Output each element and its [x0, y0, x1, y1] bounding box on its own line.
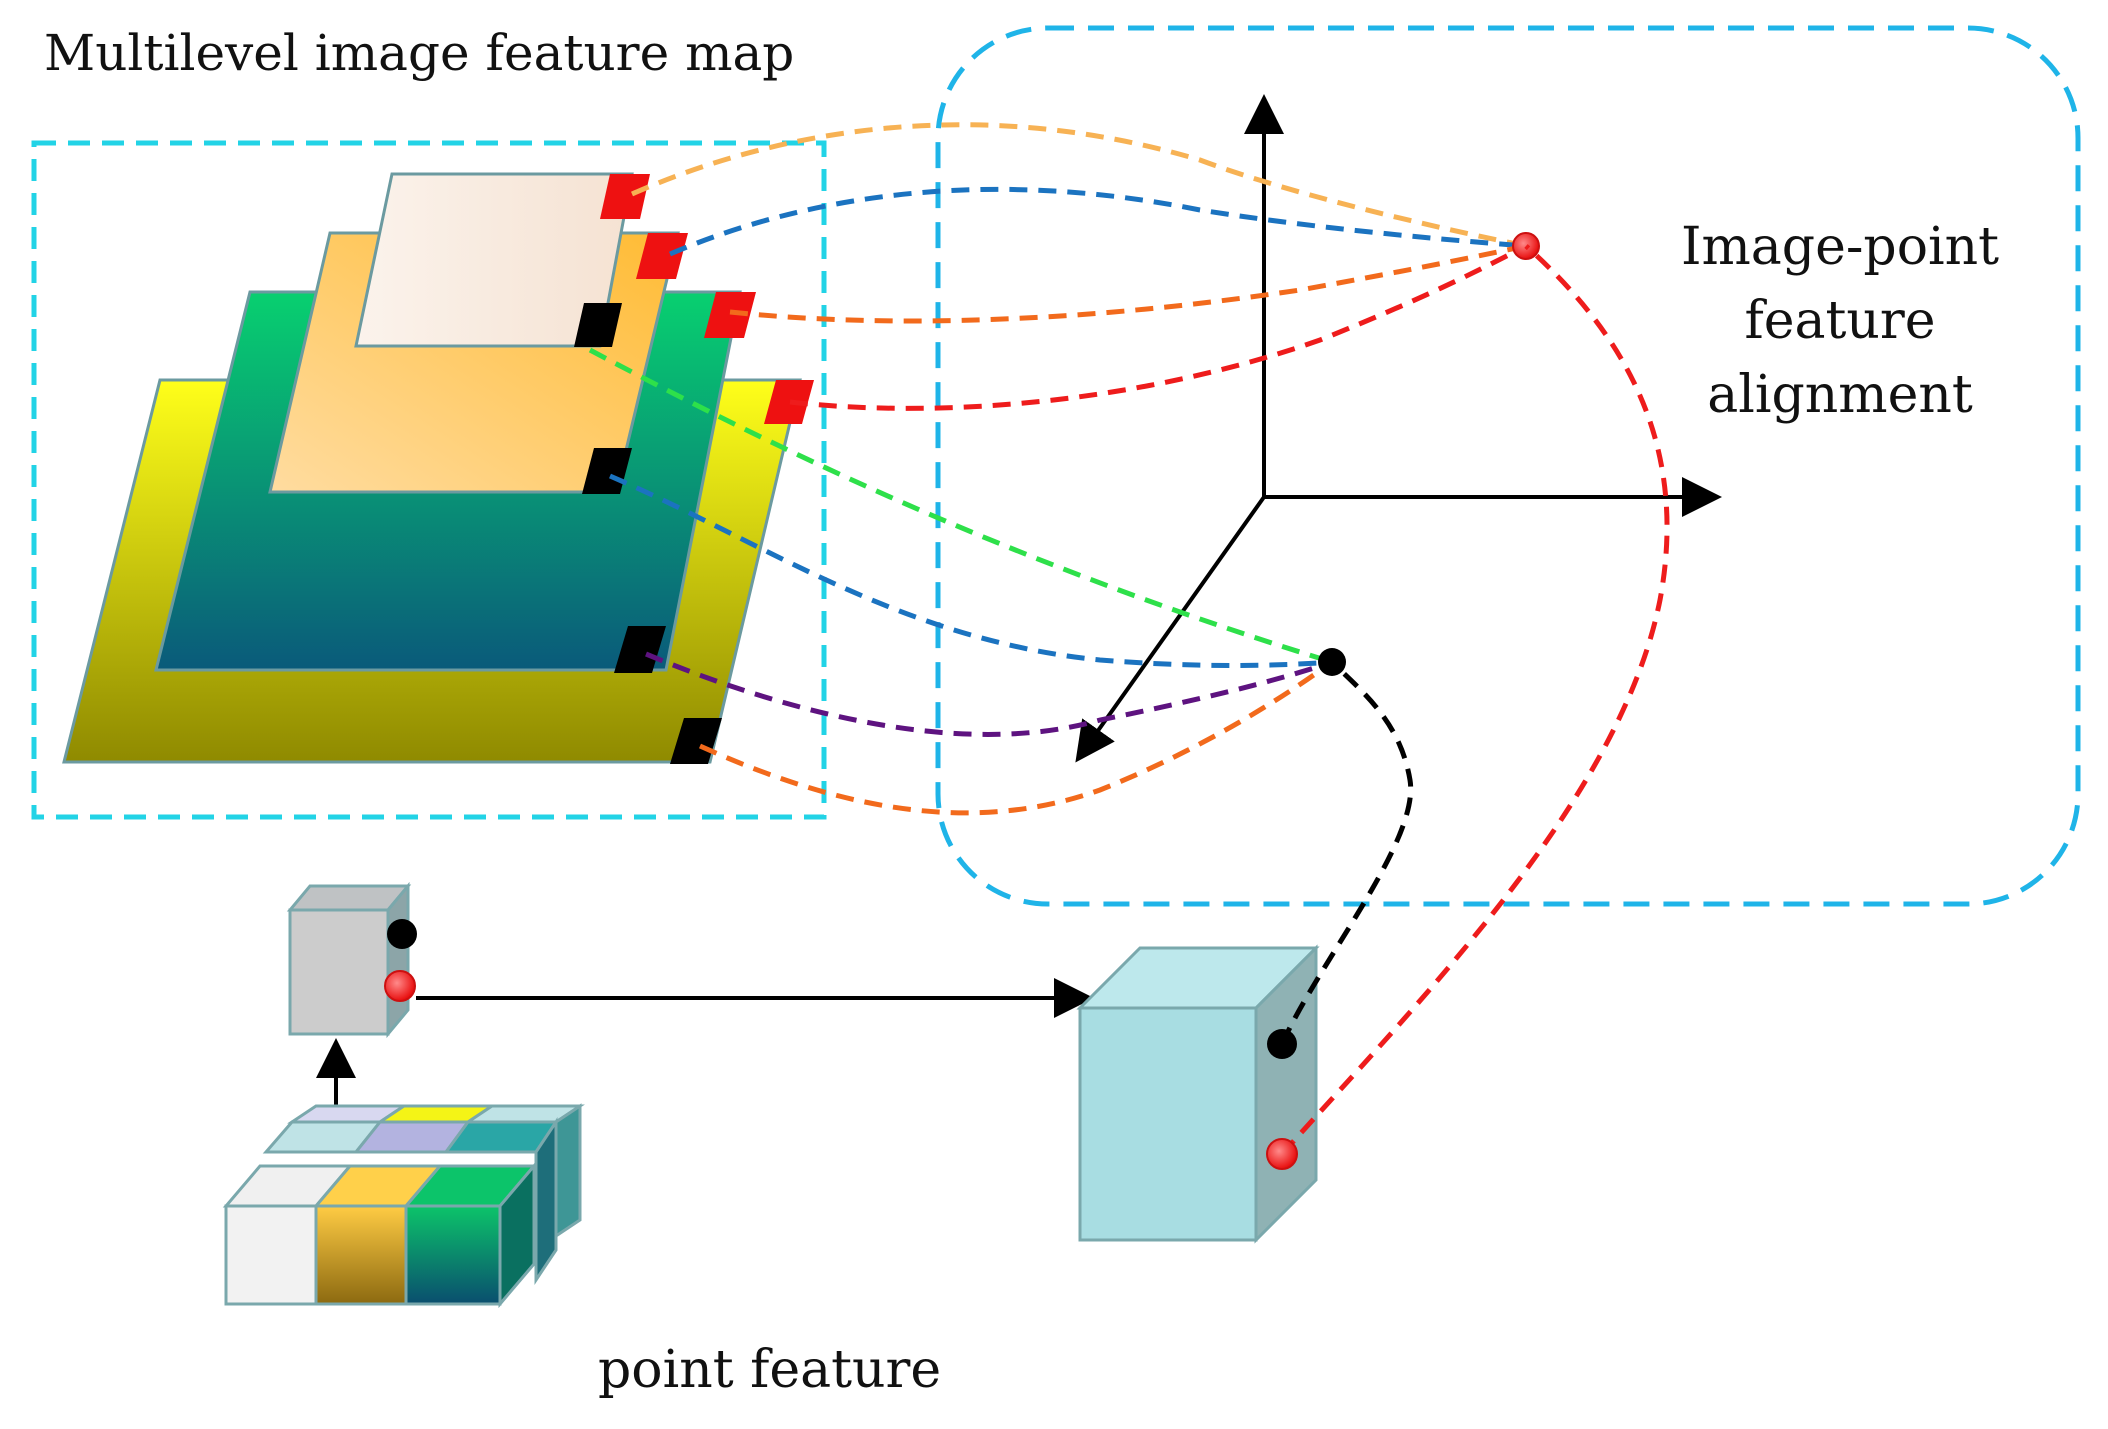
marker-red-green: [704, 292, 756, 338]
alignment-label-line1: Image-point: [1680, 217, 2000, 277]
connector-green: [588, 347, 1333, 665]
marker-red-top: [600, 174, 650, 219]
large-point-cube: [1076, 944, 1320, 1244]
small-point-cube: [286, 881, 417, 1039]
black-connectors: [588, 347, 1334, 816]
small-cube-red-dot: [384, 970, 416, 1002]
alignment-frame: [935, 25, 2081, 907]
alignment-label-line2: feature: [1744, 291, 1936, 351]
connector-blue-bottom: [609, 473, 1333, 668]
grid-front-green: [404, 1204, 502, 1306]
connector-red: [789, 243, 1528, 411]
coordinate-axes: [1075, 94, 1722, 763]
small-cube-black-dot: [387, 919, 417, 949]
large-cube-front: [1078, 1006, 1258, 1242]
marker-red-yellow: [764, 380, 814, 424]
point-feature-label: point feature: [598, 1340, 942, 1400]
small-cube-front: [288, 908, 390, 1036]
multilevel-map-label: Multilevel image feature map: [44, 24, 795, 82]
large-cube-red-dot: [1266, 1138, 1298, 1170]
point-feature-grid: [222, 1103, 585, 1309]
image-feature-frame: [31, 140, 827, 820]
large-cube-black-dot: [1267, 1029, 1297, 1059]
connector-orange-light: [630, 122, 1527, 249]
marker-black-green: [614, 626, 666, 673]
marker-black-top: [574, 303, 622, 347]
alignment-label-line3: alignment: [1707, 365, 1973, 425]
connector-black: [1279, 660, 1414, 1046]
grid-front-orange: [314, 1204, 408, 1306]
grid-front-white: [224, 1204, 318, 1306]
grid-side-mid: [534, 1117, 558, 1285]
connector-red-long: [1280, 244, 1670, 1156]
connector-orange: [729, 243, 1527, 324]
connector-orange-bottom: [698, 659, 1334, 816]
alignment-label: Image-point feature alignment: [1630, 210, 2050, 432]
red-connectors: [630, 122, 1528, 411]
connector-blue-top: [669, 186, 1527, 257]
grid-side-back: [554, 1103, 582, 1239]
connector-purple: [645, 651, 1333, 737]
marker-red-orange: [636, 233, 688, 279]
axis-diagonal: [1075, 495, 1266, 763]
small-cube-side: [386, 881, 410, 1039]
